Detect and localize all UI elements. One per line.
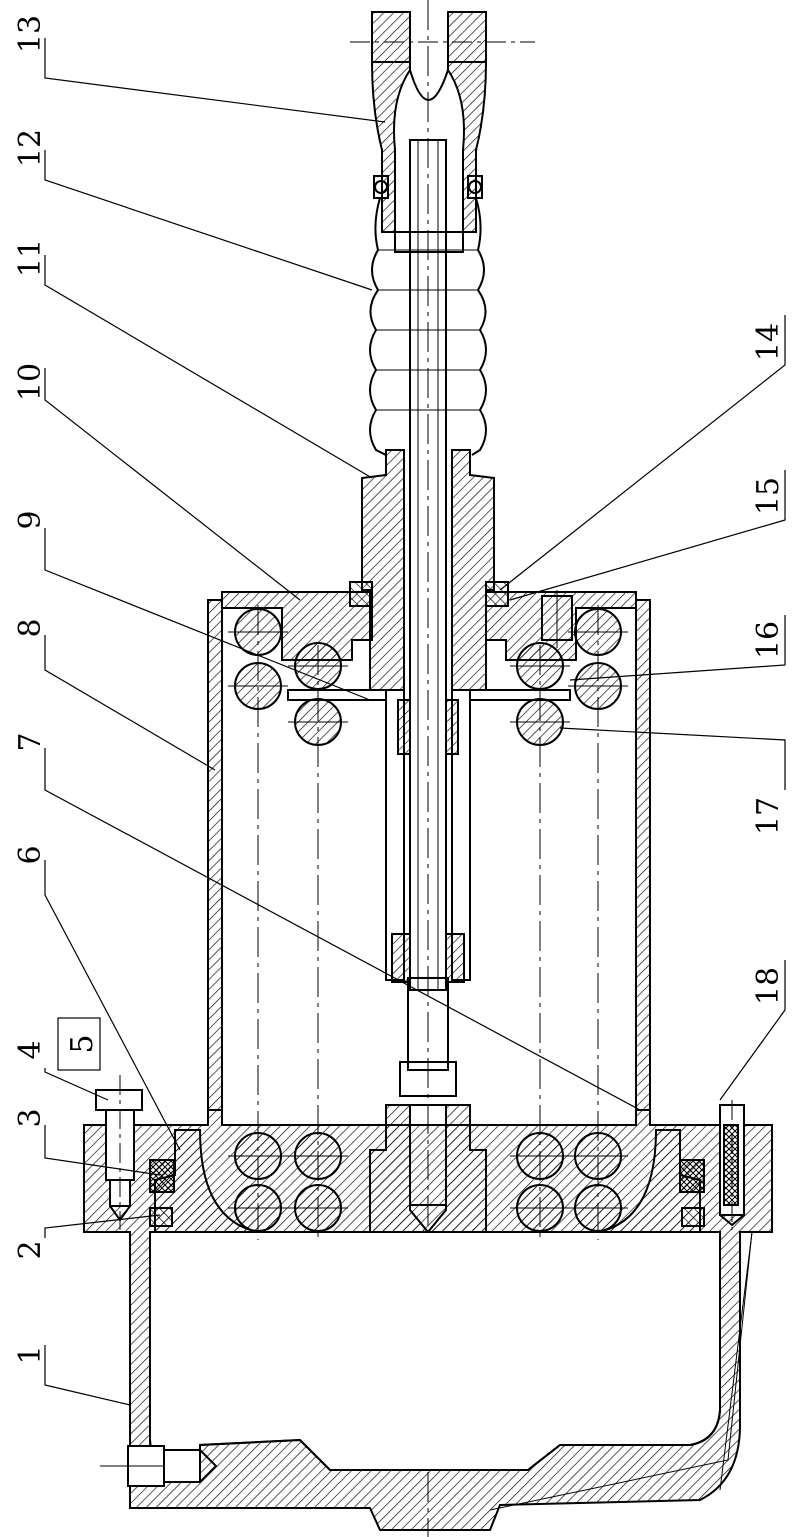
inner-tube-part-7 [385,689,471,1097]
label-1: 1 [13,1345,48,1364]
spring-sections [228,608,628,1232]
label-9: 9 [13,510,48,529]
part-labels: 13 12 11 10 9 8 7 6 4 5 3 2 1 14 15 16 1… [13,15,786,1365]
label-4: 4 [13,1040,48,1059]
label-17: 17 [751,797,786,835]
label-16: 16 [751,621,786,659]
drawing-body [44,0,786,1537]
label-2: 2 [13,1240,48,1259]
bellows-part-12 [369,197,487,456]
label-5: 5 [65,1034,100,1053]
bolt-part-4 [95,1075,143,1230]
label-5-box [57,1017,101,1071]
label-6: 6 [13,845,48,864]
label-18: 18 [751,967,786,1005]
bolt-part-18 [719,1100,745,1230]
housing-part-1 [83,1109,773,1531]
label-7: 7 [13,732,48,751]
label-11: 11 [13,239,48,277]
label-3: 3 [13,1108,48,1127]
front-cover-part-10 [221,581,637,661]
label-14: 14 [751,323,786,361]
seal-part-14 [349,581,373,607]
clevis-part-13 [350,11,535,253]
label-15: 15 [751,477,786,515]
label-10: 10 [13,363,48,401]
piston-rod [409,139,447,991]
leader-lines [44,38,786,1406]
label-12: 12 [13,129,48,167]
label-8: 8 [13,618,48,637]
label-13: 13 [13,15,48,53]
